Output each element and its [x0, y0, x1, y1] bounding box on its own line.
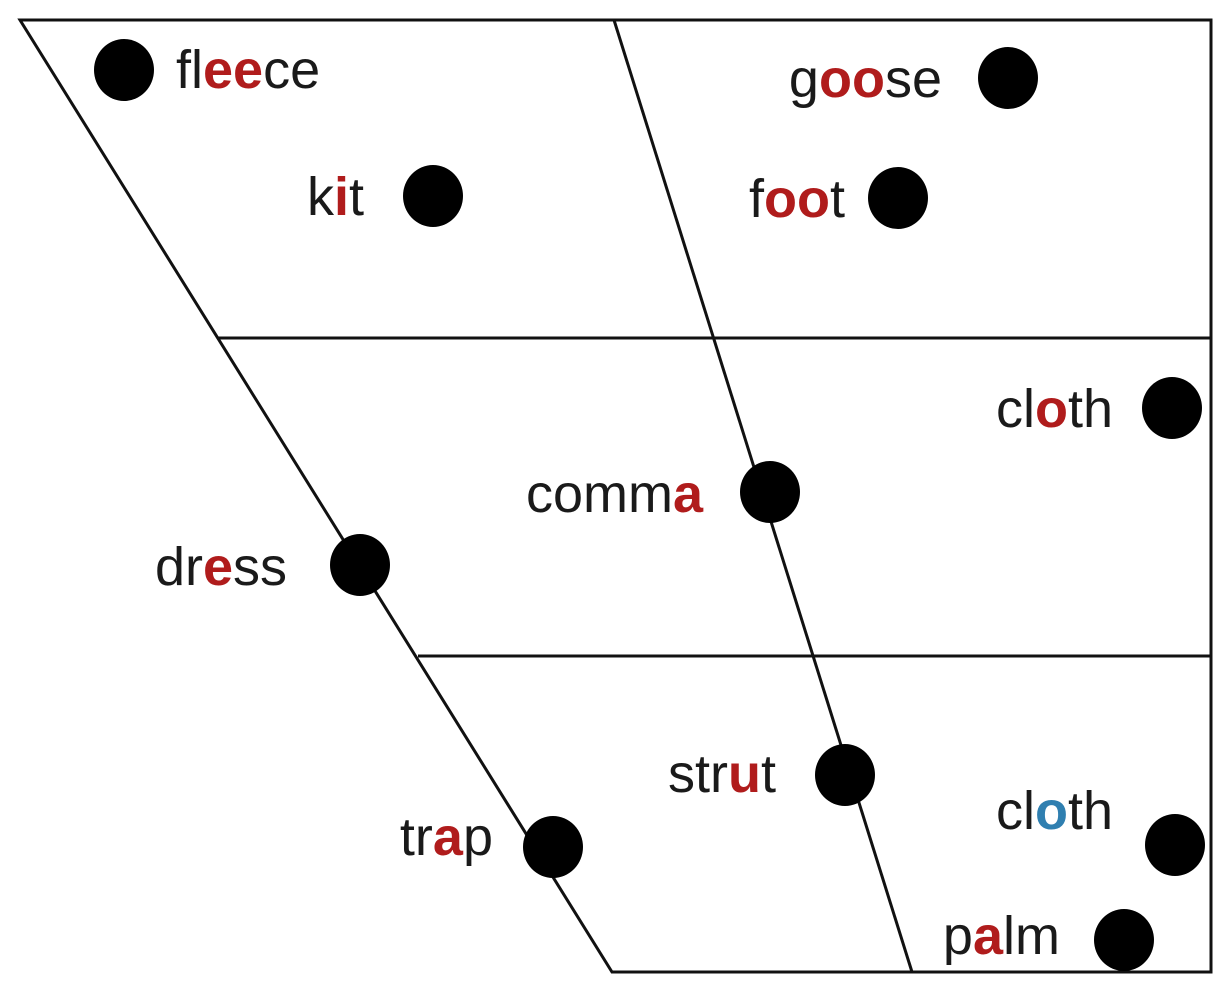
vowel-dot-foot [868, 167, 928, 229]
keyword-letters: ce [263, 40, 320, 100]
vowel-dot-comma [740, 461, 800, 523]
vowel-marker-dress: dress [155, 534, 390, 597]
keyword-label-palm: palm [943, 906, 1060, 966]
highlighted-vowel-letters: o [1035, 379, 1068, 439]
keyword-label-foot: foot [749, 169, 845, 229]
keyword-letters: k [307, 167, 335, 227]
keyword-letters: cl [996, 379, 1035, 439]
keyword-letters: t [830, 169, 845, 229]
keyword-letters: g [789, 49, 819, 109]
keyword-letters: fl [176, 40, 203, 100]
keyword-letters: comm [526, 464, 673, 524]
highlighted-vowel-letters: o [1035, 781, 1068, 841]
vowel-dot-kit [403, 165, 463, 227]
keyword-letters: dr [155, 537, 203, 597]
keyword-letters: lm [1003, 906, 1060, 966]
keyword-letters: se [885, 49, 942, 109]
vowel-marker-goose: goose [789, 47, 1038, 109]
highlighted-vowel-letters: a [433, 807, 464, 867]
chart-frame [17, 18, 1213, 974]
vowel-marker-comma: comma [526, 461, 800, 524]
vowel-dot-trap [523, 816, 583, 878]
highlighted-vowel-letters: i [334, 167, 349, 227]
keyword-letters: p [463, 807, 493, 867]
vowel-dot-cloth-mid [1142, 377, 1202, 439]
vowel-dot-fleece [94, 39, 154, 101]
keyword-label-comma: comma [526, 464, 704, 524]
keyword-label-fleece: fleece [176, 40, 320, 100]
vowel-dot-dress [330, 534, 390, 596]
highlighted-vowel-letters: a [973, 906, 1004, 966]
keyword-letters: th [1068, 781, 1113, 841]
highlighted-vowel-letters: ee [203, 40, 263, 100]
keyword-label-trap: trap [400, 807, 493, 867]
highlighted-vowel-letters: a [673, 464, 704, 524]
vowel-marker-palm: palm [943, 906, 1154, 971]
vowel-dot-cloth-low [1145, 814, 1205, 876]
highlighted-vowel-letters: u [728, 744, 761, 804]
keyword-letters: ss [233, 537, 287, 597]
vowel-dot-strut [815, 744, 875, 806]
keyword-letters: str [668, 744, 728, 804]
keyword-letters: t [761, 744, 776, 804]
keyword-letters: th [1068, 379, 1113, 439]
vowel-marker-cloth-low: cloth [996, 781, 1205, 876]
keyword-label-goose: goose [789, 49, 942, 109]
keyword-label-cloth-mid: cloth [996, 379, 1113, 439]
vowel-marker-strut: strut [668, 744, 875, 806]
keyword-label-dress: dress [155, 537, 287, 597]
keyword-letters: tr [400, 807, 433, 867]
vowel-dot-palm [1094, 909, 1154, 971]
vowel-marker-cloth-mid: cloth [996, 377, 1202, 439]
vowel-marker-fleece: fleece [94, 39, 320, 101]
vowel-dot-goose [978, 47, 1038, 109]
vowel-marker-trap: trap [400, 807, 583, 878]
keyword-label-kit: kit [307, 167, 364, 227]
vowel-marker-foot: foot [749, 167, 928, 229]
keyword-label-strut: strut [668, 744, 776, 804]
vowel-quadrilateral [17, 18, 1213, 974]
vowel-marker-kit: kit [307, 165, 463, 227]
keyword-letters: cl [996, 781, 1035, 841]
highlighted-vowel-letters: e [203, 537, 233, 597]
keyword-label-cloth-low: cloth [996, 781, 1113, 841]
keyword-letters: p [943, 906, 973, 966]
keyword-letters: t [349, 167, 364, 227]
highlighted-vowel-letters: oo [819, 49, 885, 109]
highlighted-vowel-letters: oo [764, 169, 830, 229]
keyword-letters: f [749, 169, 765, 229]
